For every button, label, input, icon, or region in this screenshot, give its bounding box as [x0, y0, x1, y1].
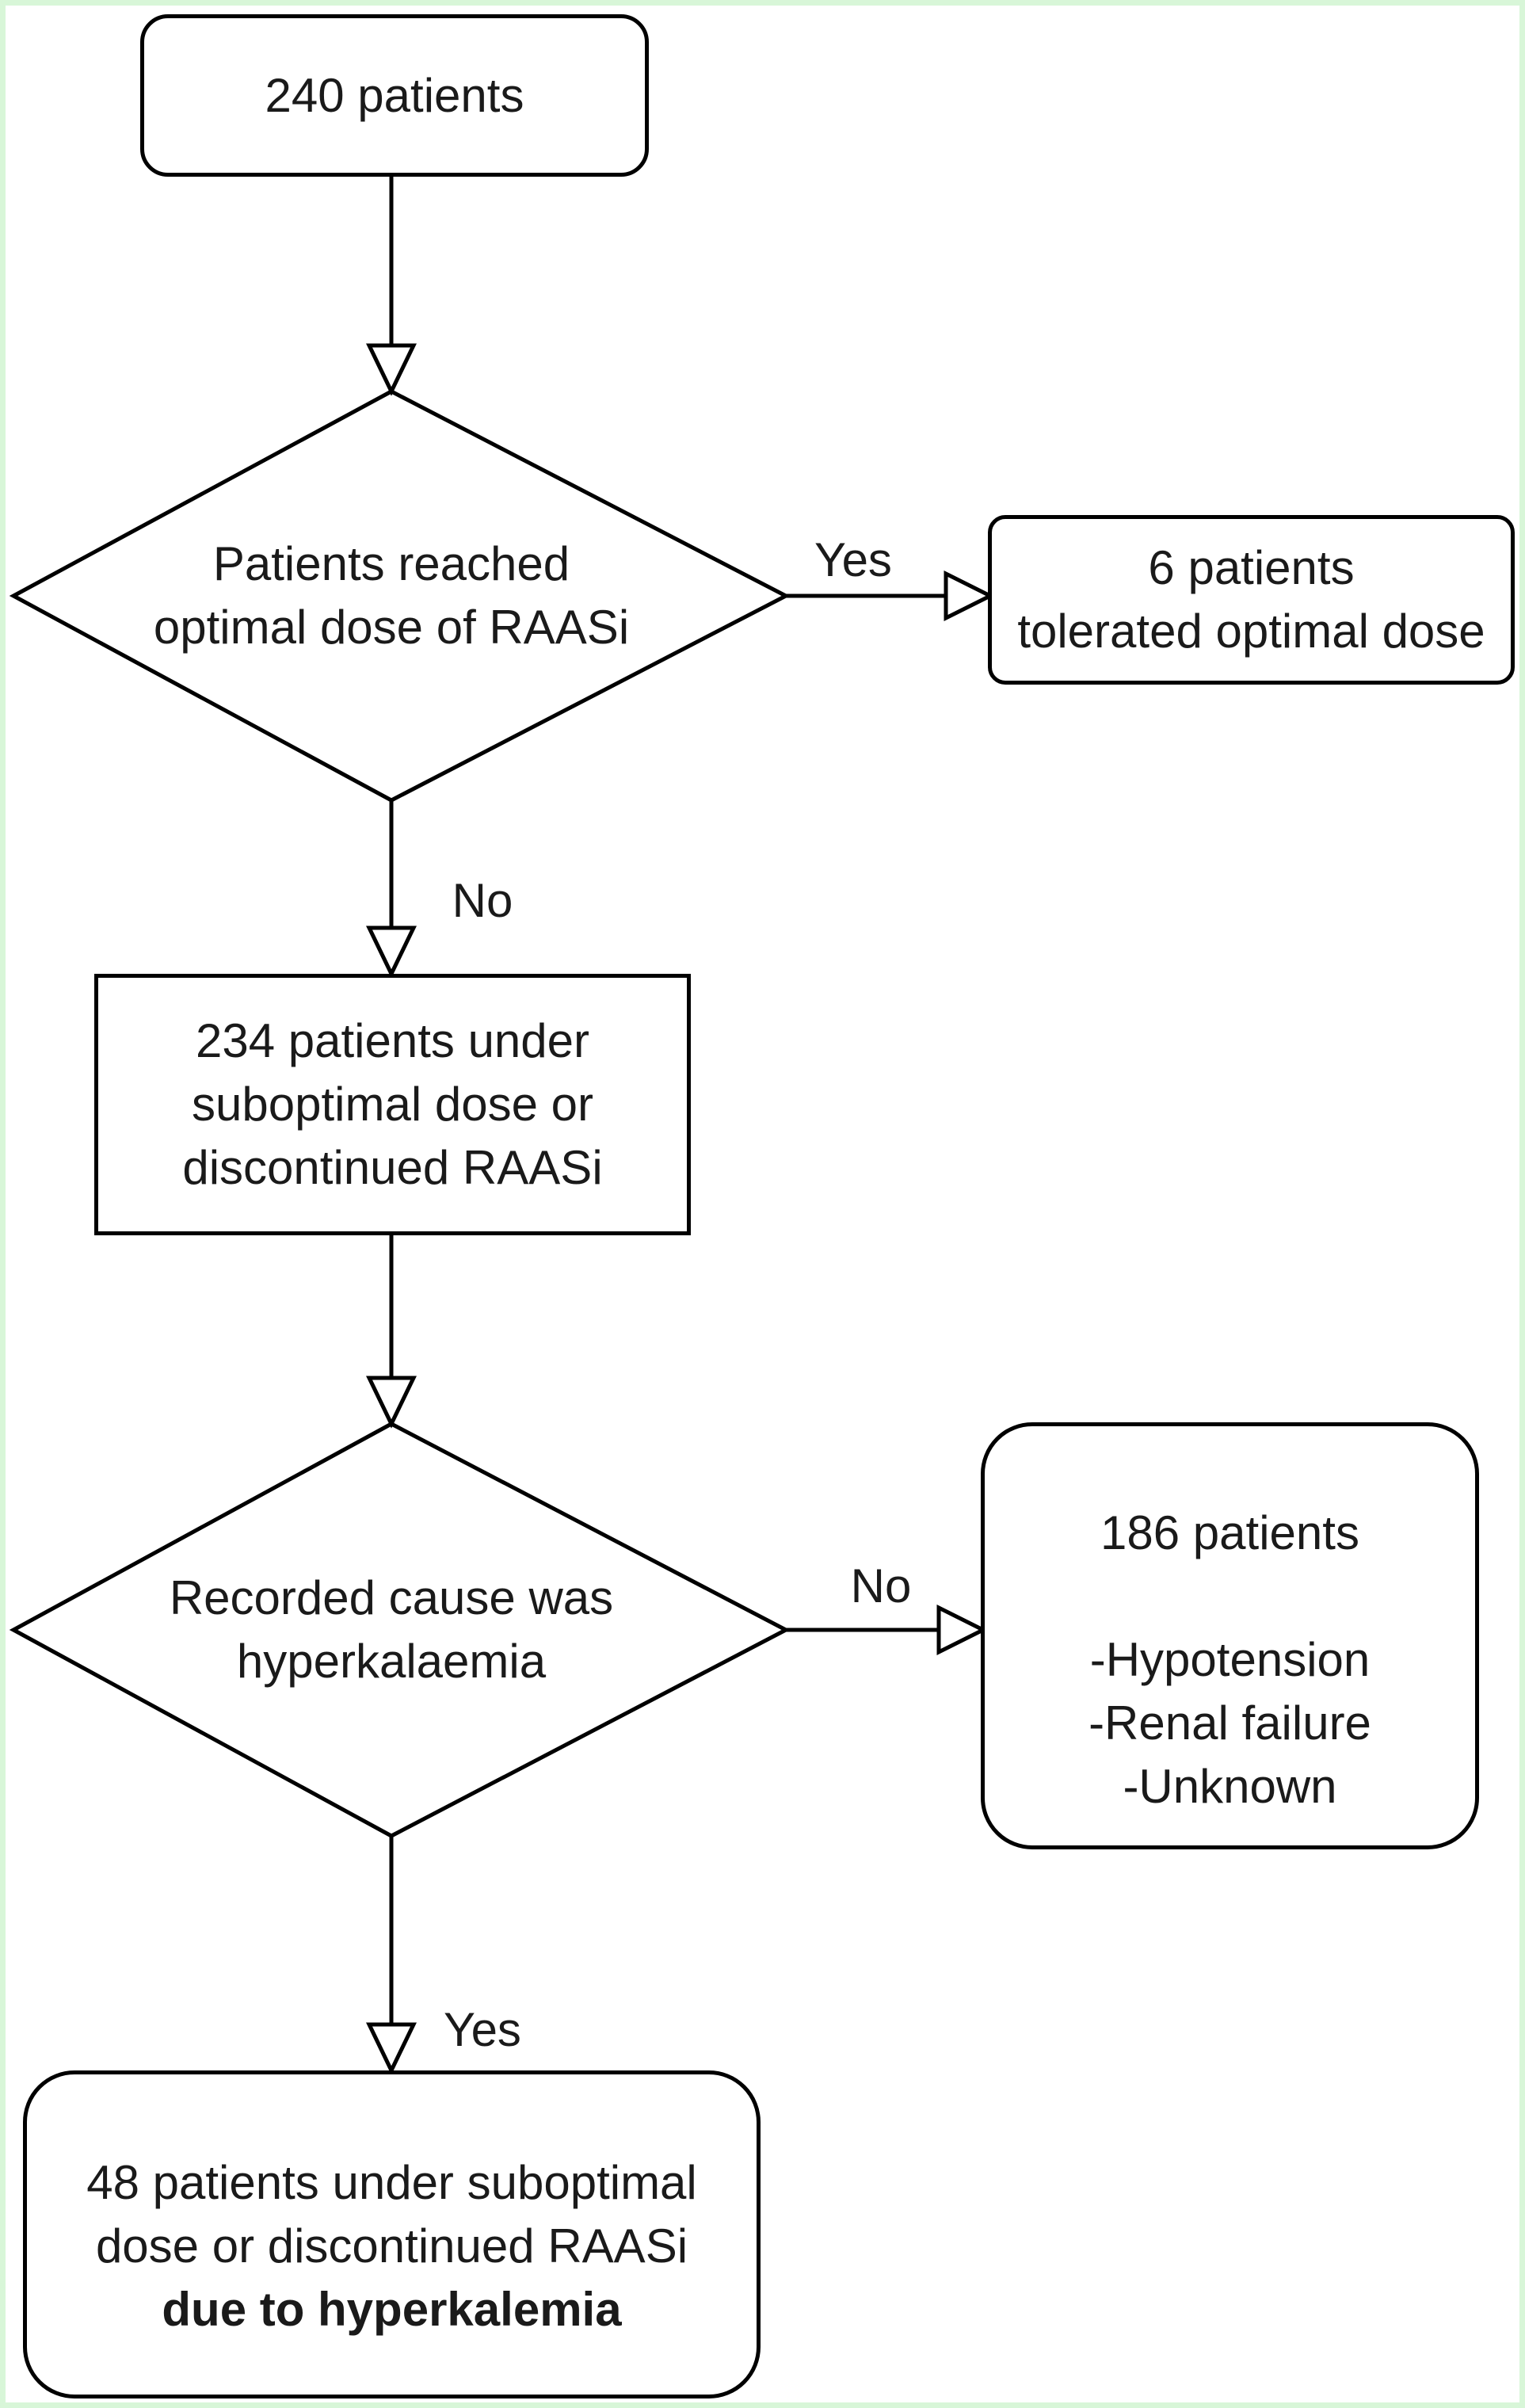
node-hyperkalemia: 48 patients under suboptimal dose or dis… — [23, 2070, 761, 2398]
edge-label-yes-2: Yes — [444, 2003, 521, 2056]
node-other-causes: 186 patients -Hypotension -Renal failure… — [981, 1422, 1479, 1849]
node-decision1-label: Patients reached optimal dose of RAASi — [154, 532, 629, 659]
node-tolerated: 6 patients tolerated optimal dose — [988, 515, 1515, 685]
suboptimal-line2: suboptimal dose or — [192, 1078, 593, 1131]
edge-label-no-1: No — [452, 874, 513, 927]
edge-label-yes-1: Yes — [814, 533, 892, 586]
node-suboptimal: 234 patients under suboptimal dose or di… — [94, 974, 691, 1235]
tolerated-line1: 6 patients — [1148, 541, 1355, 594]
arrow-right-icon — [944, 570, 995, 622]
tolerated-line2: tolerated optimal dose — [1017, 605, 1485, 658]
arrow-right-icon — [936, 1604, 988, 1656]
decision2-line2: hyperkalaemia — [236, 1635, 547, 1688]
other-causes-item3: -Unknown — [1123, 1759, 1337, 1813]
hyperkalemia-line3-bold: due to hyperkalemia — [162, 2283, 622, 2336]
decision1-line1: Patients reached — [212, 537, 570, 590]
arrow-down-icon — [366, 1376, 417, 1429]
decision1-line2: optimal dose of RAASi — [153, 601, 630, 654]
suboptimal-line3: discontinued RAASi — [182, 1141, 603, 1194]
flowchart-connectors — [9, 177, 995, 2075]
node-start: 240 patients — [140, 14, 649, 177]
node-decision2-label: Recorded cause was hyperkalaemia — [170, 1567, 613, 1693]
decision2-line1: Recorded cause was — [169, 1571, 614, 1624]
node-start-label: 240 patients — [265, 68, 524, 122]
suboptimal-line1: 234 patients under — [195, 1014, 590, 1067]
hyperkalemia-line2: dose or discontinued RAASi — [95, 2219, 688, 2273]
other-causes-item1: -Hypotension — [1089, 1632, 1371, 1686]
other-causes-title: 186 patients — [1100, 1505, 1359, 1559]
hyperkalemia-line1: 48 patients under suboptimal — [86, 2156, 697, 2209]
arrow-down-icon — [366, 925, 417, 979]
edge-label-no-2: No — [850, 1559, 912, 1612]
arrow-down-icon — [366, 2022, 417, 2075]
other-causes-item2: -Renal failure — [1088, 1696, 1371, 1750]
arrow-down-icon — [366, 343, 417, 396]
